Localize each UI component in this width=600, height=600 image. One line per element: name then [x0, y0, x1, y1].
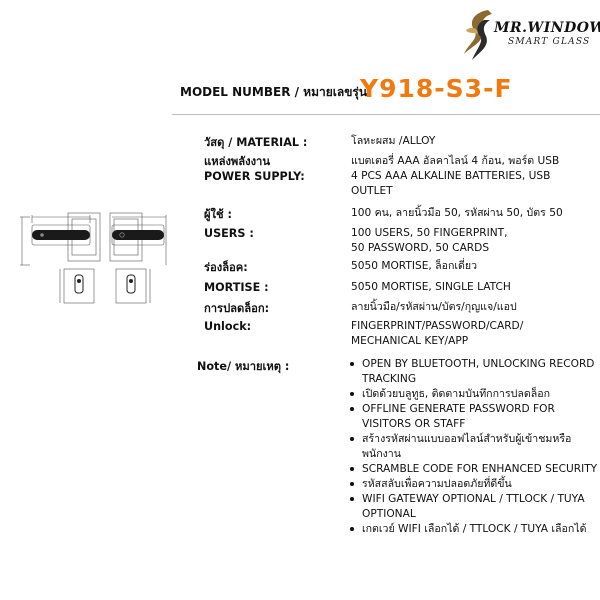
mortise-label-th: ร่องล็อค: [204, 261, 248, 274]
mortise-label-en: MORTISE : [204, 281, 269, 294]
note-item: เปิดด้วยบลูทูธ, ติดตามบันทึกการปลดล็อก [347, 387, 600, 402]
power-value-th: แบตเตอรี่ AAA อัลคาไลน์ 4 ก้อน, พอร์ต US… [351, 155, 560, 167]
divider [172, 114, 600, 115]
unlock-value-th: ลายนิ้วมือ/รหัสผ่าน/บัตร/กุญแจ/แอป [351, 301, 517, 313]
unlock-label-en: Unlock: [204, 320, 252, 333]
users-label-en: USERS : [204, 227, 254, 240]
note-label: Note/ หมายเหตุ : [197, 360, 290, 373]
note-item: OPEN BY BLUETOOTH, UNLOCKING RECORD TRAC… [347, 357, 600, 387]
mortise-value-th: 5050 MORTISE, ล็อกเดี่ยว [351, 260, 478, 272]
unlock-value-en-1: FINGERPRINT/PASSWORD/CARD/ [351, 320, 524, 332]
note-item: เกตเวย์ WIFI เลือกได้ / TTLOCK / TUYA เล… [347, 522, 600, 537]
brand-logo: MR.WINDOW SMART GLASS [458, 6, 600, 64]
users-value-en-2: 50 PASSWORD, 50 CARDS [351, 242, 490, 254]
mortise-value-en: 5050 MORTISE, SINGLE LATCH [351, 281, 511, 293]
note-item: SCRAMBLE CODE FOR ENHANCED SECURITY [347, 462, 600, 477]
unlock-value-en-2: MECHANICAL KEY/APP [351, 335, 469, 347]
model-number: Y918-S3-F [360, 74, 513, 103]
power-value-en-1: 4 PCS AAA ALKALINE BATTERIES, USB [351, 170, 551, 182]
note-item: OFFLINE GENERATE PASSWORD FOR VISITORS O… [347, 402, 600, 432]
lock-technical-drawing [20, 212, 167, 304]
material-value: โลหะผสม /ALLOY [351, 135, 436, 147]
users-value-th: 100 คน, ลายนิ้วมือ 50, รหัสผ่าน 50, บัตร… [351, 207, 563, 219]
power-label-th: แหล่งพลังงาน [204, 155, 270, 168]
power-value-en-2: OUTLET [351, 185, 393, 197]
brand-name: MR.WINDOW [494, 20, 600, 36]
note-item: สร้างรหัสผ่านแบบออฟไลน์สำหรับผู้เข้าชมหร… [347, 432, 600, 462]
users-value-en-1: 100 USERS, 50 FINGERPRINT, [351, 227, 508, 239]
unlock-label-th: การปลดล็อก: [204, 302, 270, 315]
note-list: OPEN BY BLUETOOTH, UNLOCKING RECORD TRAC… [347, 357, 600, 537]
note-item: WIFI GATEWAY OPTIONAL / TTLOCK / TUYA OP… [347, 492, 600, 522]
model-label: MODEL NUMBER / หมายเลขรุ่น: [180, 85, 372, 99]
mr-window-swirl-icon [464, 10, 492, 60]
power-label-en: POWER SUPPLY: [204, 170, 305, 183]
material-label: วัสดุ / MATERIAL : [204, 136, 308, 149]
brand-tagline: SMART GLASS [508, 37, 591, 47]
users-label-th: ผู้ใช้ : [204, 208, 232, 221]
note-item: รหัสสลับเพื่อความปลอดภัยที่ดีขึ้น [347, 477, 600, 492]
